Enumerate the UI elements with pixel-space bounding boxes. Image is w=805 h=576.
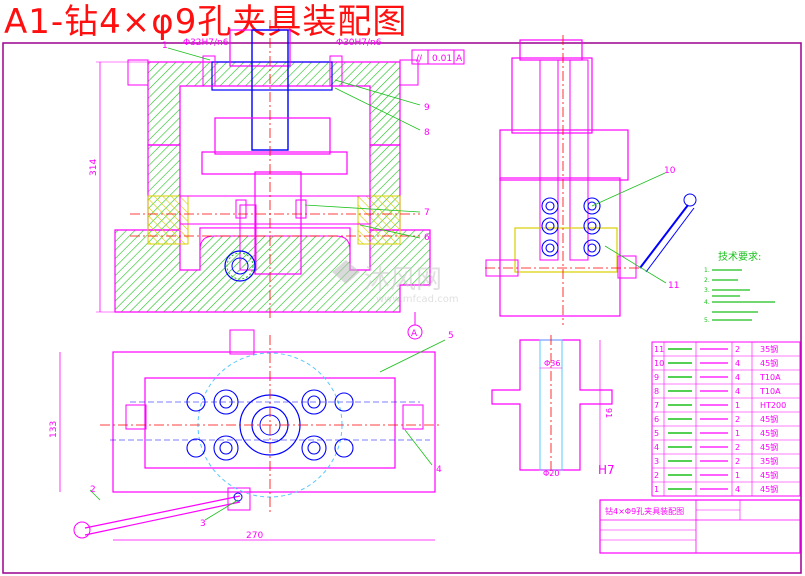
fit-left-label: Φ32H7/n6 [183,38,229,48]
balloon-4: 4 [436,465,442,475]
bom-no: 9 [654,373,659,382]
bom-no: 10 [654,359,664,368]
bom-qty: 1 [735,401,740,410]
bom-material: 45钢 [760,414,778,424]
bom-material: 45钢 [760,470,778,480]
side-view [485,35,697,325]
dim-133: 133 [49,421,59,438]
balloon-1: 1 [162,41,168,51]
bom-qty: 2 [735,457,740,466]
bom-no: 4 [654,443,659,452]
drawing-border [2,42,802,574]
bom-qty: 1 [735,429,740,438]
balloon-6: 6 [424,233,430,243]
bom-qty: 2 [735,345,740,354]
title-block-name: 钻4×Φ9孔夹具装配图 [605,506,684,516]
watermark-brand: 沐风网 [364,265,442,295]
bom-no: 3 [654,457,659,466]
balloon-10: 10 [664,166,676,176]
bom-material: 35钢 [760,344,778,354]
bom-qty: 2 [735,415,740,424]
bom-qty: 2 [735,443,740,452]
fit-right-label: Φ30H7/n6 [336,38,382,48]
part-balloons: 1 9 8 7 6 5 4 3 2 10 11 [90,41,679,529]
bom-no: 1 [654,485,659,494]
dim-phi36: Φ36 [544,359,560,368]
bom-no: 5 [654,429,659,438]
bom-material: T10A [759,373,781,382]
bom-qty: 1 [735,471,740,480]
balloon-11: 11 [668,281,679,291]
balloon-9: 9 [424,103,430,113]
tolerance-value: 0.01 [432,54,452,64]
detail-view: Φ36 Φ20 91 H7 [491,335,615,478]
technical-requirements: 技术要求: 1. 2. 3. 4. 5. [704,250,775,324]
bom-no: 8 [654,387,659,396]
tech-heading: 技术要求: [718,250,761,263]
balloon-3: 3 [200,519,206,529]
watermark-url: www.mfcad.com [376,294,459,305]
bom-material: 45钢 [760,442,778,452]
balloon-7: 7 [424,208,430,218]
bom-no: 2 [654,471,659,480]
bom-material: T10A [759,387,781,396]
bom-qty: 4 [735,359,740,368]
balloon-2: 2 [90,485,96,495]
bom-qty: 4 [735,485,740,494]
tech-line-1: 1. [704,267,710,274]
datum-marker: A [411,329,418,339]
tolerance-symbol: // [416,54,423,64]
drawing-title: A1-钻4×φ9孔夹具装配图 [4,2,408,42]
watermark: 沐风网 www.mfcad.com [332,260,459,305]
tech-line-4: 4. [704,299,710,306]
top-view: 133 270 [49,329,446,541]
bom-qty: 4 [735,373,740,382]
bom-no: 11 [654,345,664,354]
front-section-view: Φ32H7/n6 Φ30H7/n6 // 0.01 A A 314 [89,20,465,340]
bom-material: HT200 [760,401,786,410]
fit-h7: H7 [598,463,615,477]
title-block: 钻4×Φ9孔夹具装配图 [599,499,801,554]
bom-material: 45钢 [760,358,778,368]
bom-qty: 4 [735,387,740,396]
dim-314: 314 [89,159,99,176]
bom-material: 45钢 [760,484,778,494]
bom-material: 35钢 [760,456,778,466]
bom-no: 6 [654,415,659,424]
dim-phi20: Φ20 [543,469,559,478]
tech-line-5: 5. [704,317,710,324]
tech-line-3: 3. [704,287,710,294]
dim-270: 270 [246,531,263,541]
bom-no: 7 [654,401,659,410]
bom-material: 45钢 [760,428,778,438]
dim-91: 91 [604,408,613,418]
tolerance-datum: A [456,54,463,64]
tech-line-2: 2. [704,277,710,284]
balloon-8: 8 [424,128,430,138]
balloon-5: 5 [448,331,454,341]
